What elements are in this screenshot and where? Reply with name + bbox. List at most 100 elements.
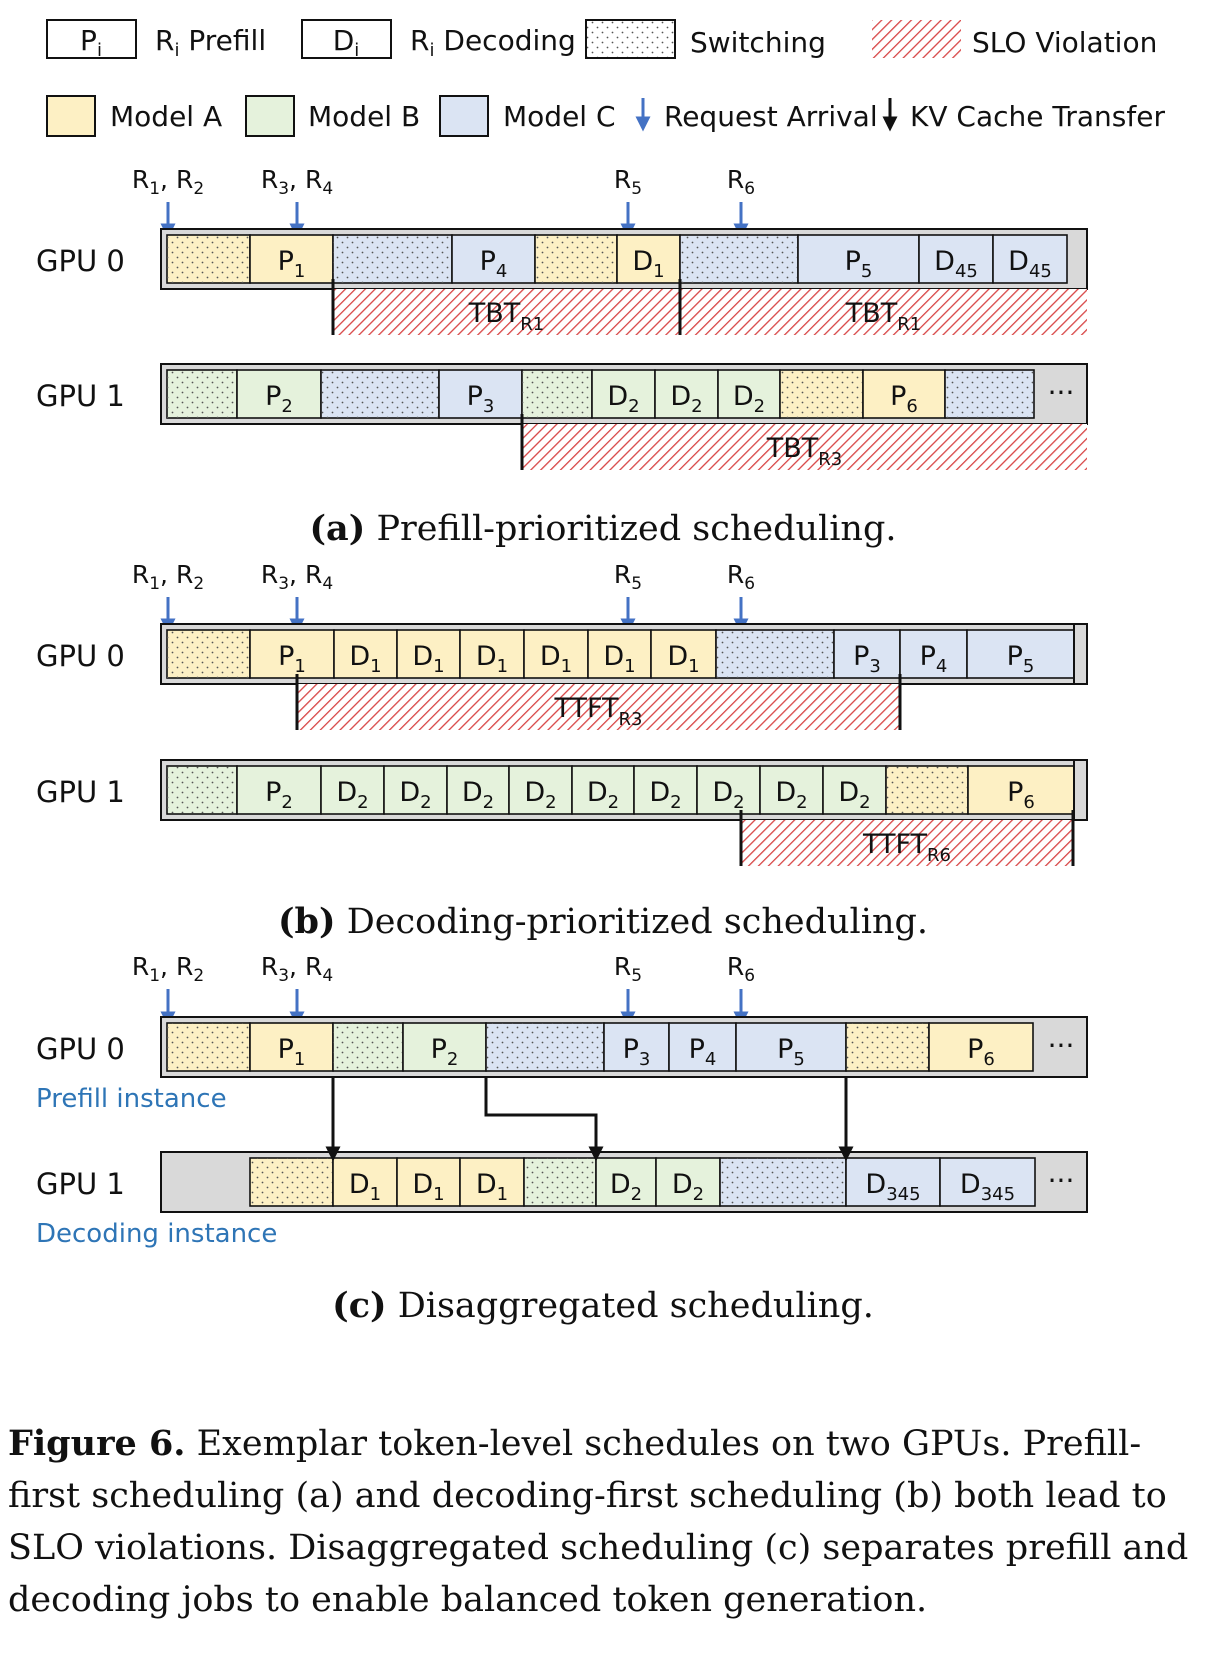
task-label: D345 [865, 1169, 920, 1205]
task-block: D2 [759, 765, 824, 815]
task-block: P6 [928, 1022, 1034, 1072]
violation-label: TTFTR3 [553, 693, 642, 730]
task-label: D2 [399, 777, 431, 813]
arrival-label: R1, R2 [132, 165, 204, 199]
panel-caption: (a) Prefill-prioritized scheduling. [310, 508, 897, 549]
violation-label: TBTR1 [845, 298, 921, 335]
switching-block [332, 1022, 404, 1072]
legend-prefill: Pi Ri Prefill [46, 19, 266, 61]
legend-model-a: Model A [46, 95, 222, 137]
switching-block [166, 1022, 251, 1072]
task-block: P2 [236, 765, 322, 815]
task-block: P5 [735, 1022, 847, 1072]
switching-block [521, 369, 593, 419]
task-block: D2 [571, 765, 635, 815]
task-label: D2 [672, 1169, 704, 1205]
ellipsis: ··· [1048, 376, 1075, 409]
task-label: P2 [431, 1034, 459, 1070]
task-block: D2 [383, 765, 448, 815]
task-label: D45 [1008, 246, 1052, 282]
task-block: P1 [249, 234, 334, 284]
task-label: D2 [838, 777, 870, 813]
arrival-label: R5 [614, 560, 642, 594]
task-block: D1 [459, 1157, 525, 1207]
task-label: D2 [670, 381, 702, 417]
task-block: D1 [332, 1157, 398, 1207]
request-arrival: R5 [614, 165, 642, 239]
task-block: D2 [822, 765, 887, 815]
request-arrival: R6 [727, 952, 755, 1027]
gpu-name: GPU 1 [36, 775, 125, 809]
task-label: D1 [412, 1169, 444, 1205]
task-block: D2 [446, 765, 510, 815]
switching-block [715, 629, 835, 679]
task-label: P4 [689, 1034, 717, 1070]
legend-kv-transfer: KV Cache Transfer [882, 98, 1165, 133]
gpu-name: GPU 1 [36, 379, 125, 413]
arrival-label: R3, R4 [261, 165, 333, 199]
task-block: D1 [650, 629, 717, 679]
task-label: D1 [412, 641, 444, 677]
panel-caption: (b) Decoding-prioritized scheduling. [278, 901, 928, 942]
arrival-label: R3, R4 [261, 560, 333, 594]
instance-label: Prefill instance [36, 1084, 227, 1114]
task-block: D2 [591, 369, 656, 419]
panel-caption: (c) Disaggregated scheduling. [332, 1285, 874, 1326]
arrival-label: R6 [727, 560, 755, 594]
switching-block [166, 369, 238, 419]
legend-decoding-label: Ri Decoding [410, 24, 576, 61]
switching-block [249, 1157, 334, 1207]
task-label: D345 [960, 1169, 1015, 1205]
task-label: D1 [476, 1169, 508, 1205]
task-label: P4 [480, 246, 508, 282]
task-block: P5 [797, 234, 920, 284]
task-label: D2 [336, 777, 368, 813]
task-label: D2 [524, 777, 556, 813]
task-block: D1 [396, 1157, 461, 1207]
legend-slo-violation: SLO Violation [872, 20, 1157, 59]
task-block: P5 [966, 629, 1075, 679]
gpu-name: GPU 0 [36, 1032, 125, 1066]
slo-violation: TTFTR3 [295, 674, 902, 730]
task-label: D1 [632, 246, 664, 282]
legend-model-b: Model B [245, 95, 420, 137]
task-block: D345 [939, 1157, 1036, 1207]
task-label: D2 [607, 381, 639, 417]
task-label: D2 [587, 777, 619, 813]
legend-decoding-box-text: Di [333, 24, 360, 61]
task-block: D2 [320, 765, 385, 815]
task-label: D2 [775, 777, 807, 813]
figure-caption: Figure 6. Exemplar token-level schedules… [8, 1418, 1198, 1626]
arrival-label: R6 [727, 165, 755, 199]
legend-prefill-label: Ri Prefill [155, 24, 266, 61]
legend-request-arrival-label: Request Arrival [664, 100, 878, 133]
task-block: D1 [616, 234, 681, 284]
switching-block [332, 234, 453, 284]
task-block: D45 [918, 234, 994, 284]
slo-violation: TTFTR6 [739, 810, 1075, 866]
request-arrival: R5 [614, 952, 642, 1027]
request-arrival: R3, R4 [261, 165, 333, 239]
violation-label: TBTR3 [766, 433, 842, 470]
arrival-label: R5 [614, 952, 642, 986]
task-label: D45 [934, 246, 978, 282]
task-label: D1 [667, 641, 699, 677]
gpu-name: GPU 0 [36, 244, 125, 278]
task-label: D2 [610, 1169, 642, 1205]
switching-block [679, 234, 799, 284]
task-label: D1 [540, 641, 572, 677]
arrival-label: R1, R2 [132, 560, 204, 594]
task-block: D2 [654, 369, 719, 419]
gpu-name: GPU 0 [36, 639, 125, 673]
switching-block [779, 369, 864, 419]
task-label: P4 [920, 641, 948, 677]
task-block: D1 [587, 629, 652, 679]
legend-request-arrival: Request Arrival [635, 98, 878, 133]
task-label: P5 [777, 1034, 805, 1070]
switching-block [719, 1157, 847, 1207]
task-block: P4 [899, 629, 968, 679]
